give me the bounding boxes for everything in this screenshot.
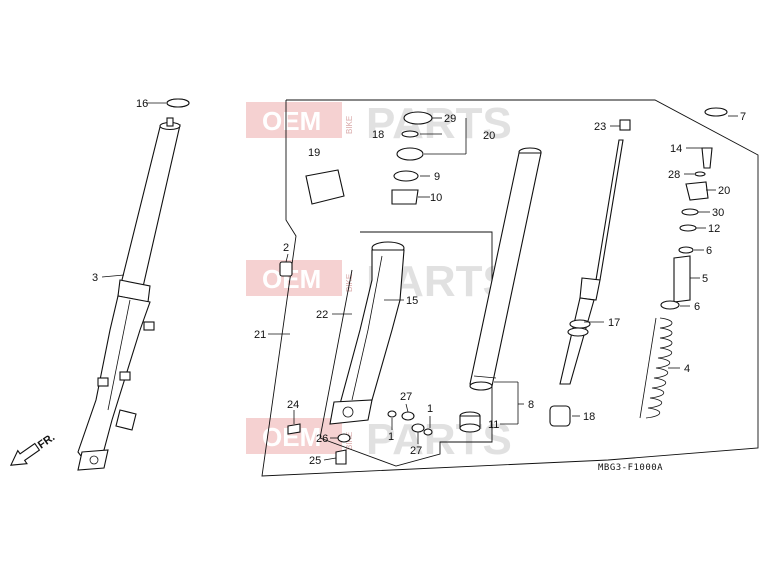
- callout-label: 15: [406, 295, 418, 307]
- callout-label: 24: [287, 399, 299, 411]
- callout-label: 1: [388, 431, 394, 443]
- callout-label: 26: [316, 433, 328, 445]
- callout-label: 30: [712, 207, 724, 219]
- svg-text:PARTS: PARTS: [366, 99, 512, 148]
- part-10-drawing: [391, 189, 419, 205]
- callout-label: 21: [254, 329, 266, 341]
- part-27-upper-drawing: [401, 411, 415, 421]
- callout-label: 20: [483, 130, 495, 142]
- callout-label: 27: [410, 445, 422, 457]
- callout-label: 12: [708, 223, 720, 235]
- part-30-drawing: [681, 208, 699, 216]
- part-28-drawing: [403, 111, 433, 125]
- part-8-drawing: [469, 147, 542, 391]
- direction-label: FR.: [36, 431, 57, 451]
- callout-label: 14: [670, 143, 682, 155]
- callout-label: 18: [372, 129, 384, 141]
- callout-label: 10: [430, 192, 442, 204]
- callout-label: 29: [444, 113, 456, 125]
- part-6-bottom-drawing: [660, 300, 680, 310]
- callout-label: 11: [488, 419, 499, 431]
- part-2-drawing: [279, 261, 293, 277]
- part-19-drawing: [305, 169, 345, 205]
- part-5-drawing: [673, 255, 691, 303]
- svg-text:OEM: OEM: [262, 106, 321, 136]
- part-29-drawing: [694, 171, 706, 177]
- assembled-fork-drawing: [77, 98, 190, 471]
- callout-label: 3: [92, 272, 98, 284]
- callout-label: 25: [309, 455, 321, 467]
- svg-text:PARTS: PARTS: [366, 415, 512, 464]
- part-26-drawing: [337, 433, 351, 443]
- callout-label: 22: [316, 309, 328, 321]
- callout-label: 18: [583, 411, 595, 423]
- part-6-top-drawing: [678, 246, 694, 254]
- callout-label: 17: [608, 317, 620, 329]
- part-11-drawing: [459, 411, 481, 433]
- callout-label: 19: [308, 147, 320, 159]
- part-16-drawing: [549, 405, 571, 427]
- callout-label: 6: [694, 301, 700, 313]
- part-17-drawing: [401, 130, 419, 138]
- callout-label: 1: [427, 403, 433, 415]
- callout-label: 28: [668, 169, 680, 181]
- diagram-code: MBG3-F1000A: [598, 463, 663, 473]
- part-20-drawing: [396, 147, 424, 161]
- part-1-right-drawing: [423, 428, 433, 436]
- leader-lines: [101, 102, 738, 461]
- part-22-drawing: [329, 241, 405, 425]
- callout-labels: 16 3 2 21 22 19 15 29 18 20 9 10 8 11 17…: [92, 98, 746, 467]
- callout-label: 16: [136, 98, 148, 110]
- part-14-drawing: [701, 147, 713, 169]
- callout-label: 7: [740, 111, 746, 123]
- part-12-drawing: [679, 224, 697, 232]
- callout-label: 27: [400, 391, 412, 403]
- callout-label: 2: [283, 242, 289, 254]
- front-direction-arrow: FR.: [9, 431, 57, 466]
- svg-text:BIKE: BIKE: [345, 432, 354, 450]
- callout-label: 4: [684, 363, 690, 375]
- part-25-drawing: [335, 449, 347, 465]
- part-27-lower-drawing: [411, 423, 425, 433]
- part-4-drawing: [639, 317, 673, 419]
- callout-label: 5: [702, 273, 708, 285]
- part-24-drawing: [287, 423, 301, 435]
- outer-frame: [261, 99, 759, 477]
- part-7-left-drawing: [166, 98, 190, 108]
- svg-text:BIKE: BIKE: [345, 116, 354, 134]
- callout-label: 23: [594, 121, 606, 133]
- callout-label: 8: [528, 399, 534, 411]
- part-15-drawing: [559, 139, 624, 385]
- part-23-drawing: [619, 119, 631, 131]
- inner-frame: [319, 231, 493, 467]
- part-7-right-drawing: [704, 107, 728, 117]
- part-9-drawing: [393, 170, 419, 182]
- part-18-drawing: [685, 181, 709, 201]
- watermark-top: OEM BIKE PARTS: [246, 99, 512, 148]
- callout-label: 6: [706, 245, 712, 257]
- callout-label: 20: [718, 185, 730, 197]
- part-1-left-drawing: [387, 410, 397, 418]
- callout-label: 9: [434, 171, 440, 183]
